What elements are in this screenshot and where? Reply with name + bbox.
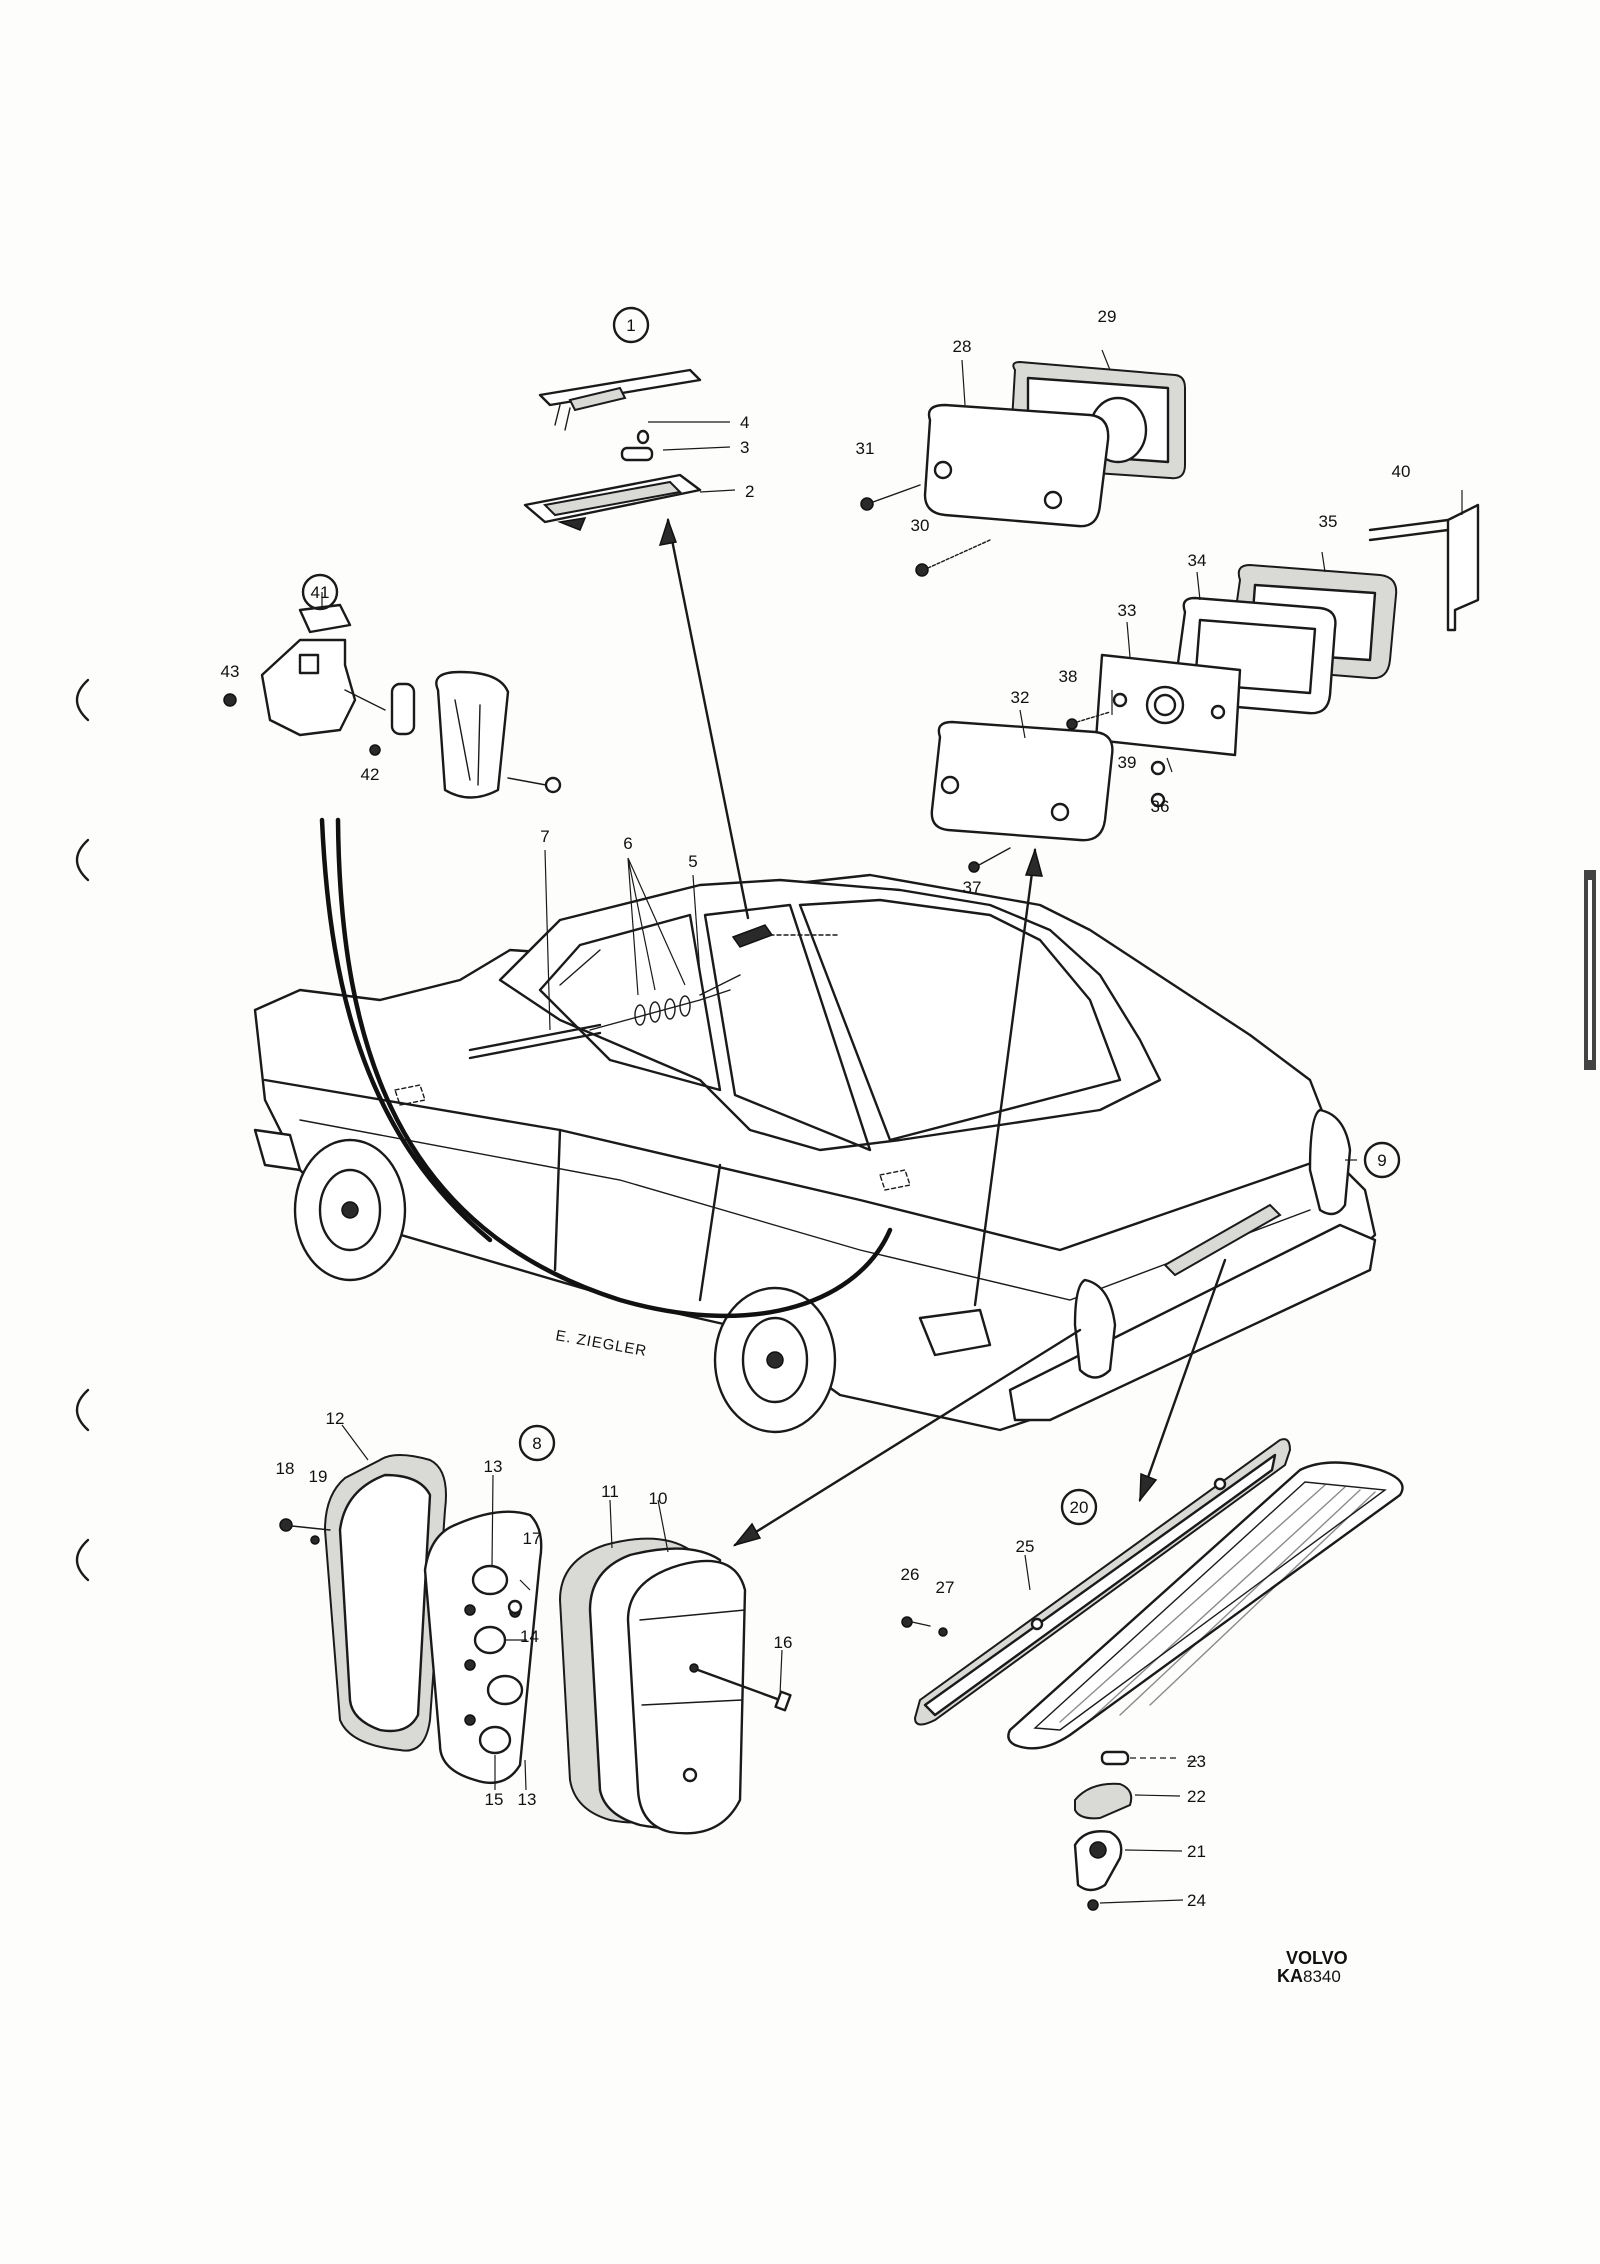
binding-marks [75, 678, 90, 1582]
license-plate-lamp-assembly [901, 1438, 1404, 1911]
interior-lamp-assembly [223, 603, 562, 799]
screw-37 [968, 847, 1011, 873]
car-body-drawing [253, 873, 1377, 1434]
assembly-arrows [658, 517, 1227, 1547]
callout-33: 33 [1118, 601, 1137, 620]
callout-30: 30 [911, 516, 930, 535]
tail-lamp-assembly [279, 1454, 792, 1835]
callout-9: 9 [1377, 1151, 1386, 1170]
callout-32: 32 [1011, 688, 1030, 707]
washer-27 [938, 1627, 948, 1637]
artist-signature: E. ZIEGLER [554, 1327, 648, 1360]
drawing-code-prefix: KA [1277, 1966, 1303, 1986]
side-marker-lower [930, 503, 1480, 873]
callout-21: 21 [1187, 1842, 1206, 1861]
callout-25: 25 [1016, 1537, 1035, 1556]
washer-19 [310, 1535, 320, 1545]
screw-30 [915, 539, 991, 577]
callout-3: 3 [740, 438, 749, 457]
screw-24 [1087, 1899, 1099, 1911]
callout-39: 39 [1118, 753, 1137, 772]
callout-18: 18 [276, 1459, 295, 1478]
side-marker-upper [860, 360, 1186, 577]
callout-38: 38 [1059, 667, 1078, 686]
callout-35: 35 [1319, 512, 1338, 531]
callout-37: 37 [963, 878, 982, 897]
nut-17 [507, 1599, 523, 1615]
callout-20: 20 [1070, 1498, 1089, 1517]
callout-24: 24 [1187, 1891, 1206, 1910]
callout-28: 28 [953, 337, 972, 356]
callout-26: 26 [901, 1565, 920, 1584]
callout-17: 17 [523, 1529, 542, 1548]
right-edge-marks [1584, 870, 1596, 1070]
callout-2: 2 [745, 482, 754, 501]
callout-40: 40 [1392, 462, 1411, 481]
callout-15: 15 [485, 1790, 504, 1809]
callout-22: 22 [1187, 1787, 1206, 1806]
callout-23: 23 [1187, 1752, 1206, 1771]
callout-11: 11 [601, 1482, 619, 1501]
callout-19: 19 [309, 1467, 328, 1486]
leader-lines [321, 349, 1463, 1904]
callout-16: 16 [774, 1633, 793, 1652]
cable-curves [319, 817, 893, 1319]
brand-label: VOLVO [1286, 1948, 1348, 1968]
callout-43: 43 [221, 662, 240, 681]
callout-13-bottom: 13 [518, 1790, 537, 1809]
screw-31 [860, 484, 921, 511]
callout-31: 31 [856, 439, 875, 458]
callout-34: 34 [1188, 551, 1207, 570]
drawing-identifier: VOLVO KA 8340 [1277, 1948, 1348, 1986]
callout-5: 5 [688, 852, 697, 871]
callout-27: 27 [936, 1578, 955, 1597]
callout-4: 4 [740, 413, 749, 432]
callout-14: 14 [520, 1627, 539, 1646]
callout-13-top: 13 [484, 1457, 503, 1476]
callout-41: 41 [311, 583, 330, 602]
callout-1: 1 [626, 316, 635, 335]
callout-labels: 1 2 3 4 5 6 7 8 9 10 11 12 13 13 14 15 1… [221, 306, 1411, 1910]
callout-42: 42 [361, 765, 380, 784]
callout-7: 7 [540, 827, 549, 846]
screw-38 [1066, 711, 1111, 730]
callout-12: 12 [326, 1409, 345, 1428]
screw-26 [901, 1616, 931, 1628]
drawing-code-number: 8340 [1303, 1967, 1341, 1986]
callout-8: 8 [532, 1434, 541, 1453]
callout-10: 10 [649, 1489, 668, 1508]
roof-lamp-assembly [523, 368, 702, 531]
callout-36: 36 [1151, 797, 1170, 816]
callout-6: 6 [623, 834, 632, 853]
callout-29: 29 [1098, 307, 1117, 326]
screw-18 [279, 1518, 331, 1532]
